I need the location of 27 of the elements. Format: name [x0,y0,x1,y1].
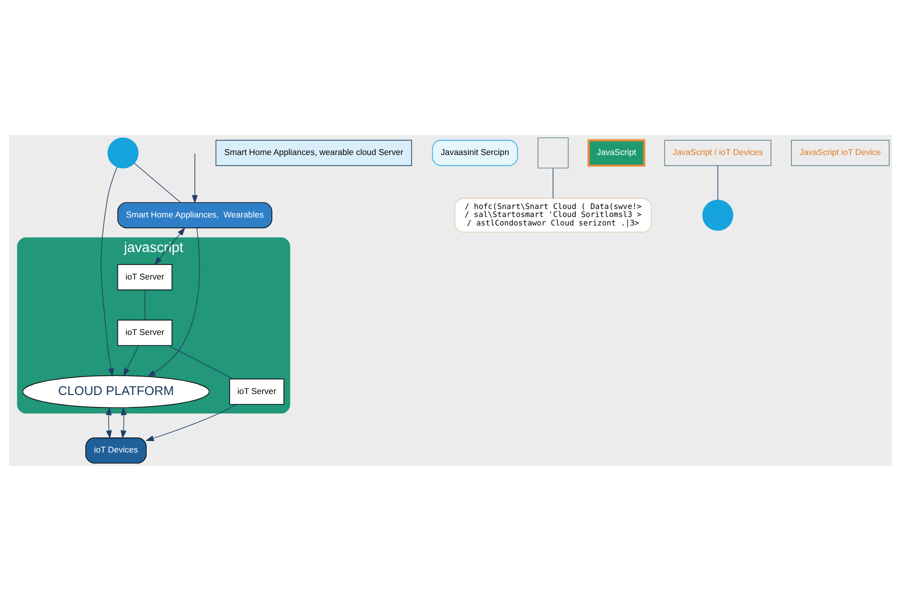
node-circle [702,199,733,230]
connector [133,162,180,202]
arrow [100,166,117,376]
node-box: JavaScript / ioT Devices [664,139,771,166]
arrow [122,344,139,376]
connector [716,164,718,200]
node-box: ioT Server [116,319,172,346]
node-box: JavaScript ioT Device [790,139,890,166]
node-box [537,136,568,168]
node-box: Smart Home Appliances, Wearables [116,202,272,228]
node-box: Smart Home Appliances, wearable cloud Server [215,139,412,166]
connector [144,289,145,320]
arrow [120,406,126,438]
arrow [154,226,185,265]
connector [167,344,234,379]
node-box: ioT Server [228,378,284,404]
arrow [105,406,112,438]
node-box: ioT Devices [84,436,146,464]
connector [552,168,553,198]
arrow [191,152,198,204]
node-box: JavaScript [587,138,645,166]
node-ellipse: CLOUD PLATFORM [22,374,210,408]
arrow [146,227,200,377]
node-circle [107,136,138,168]
node-box: Javaasinit Sercipn [432,139,518,166]
arrow [144,404,237,441]
node-box: ioT Server [116,264,172,290]
